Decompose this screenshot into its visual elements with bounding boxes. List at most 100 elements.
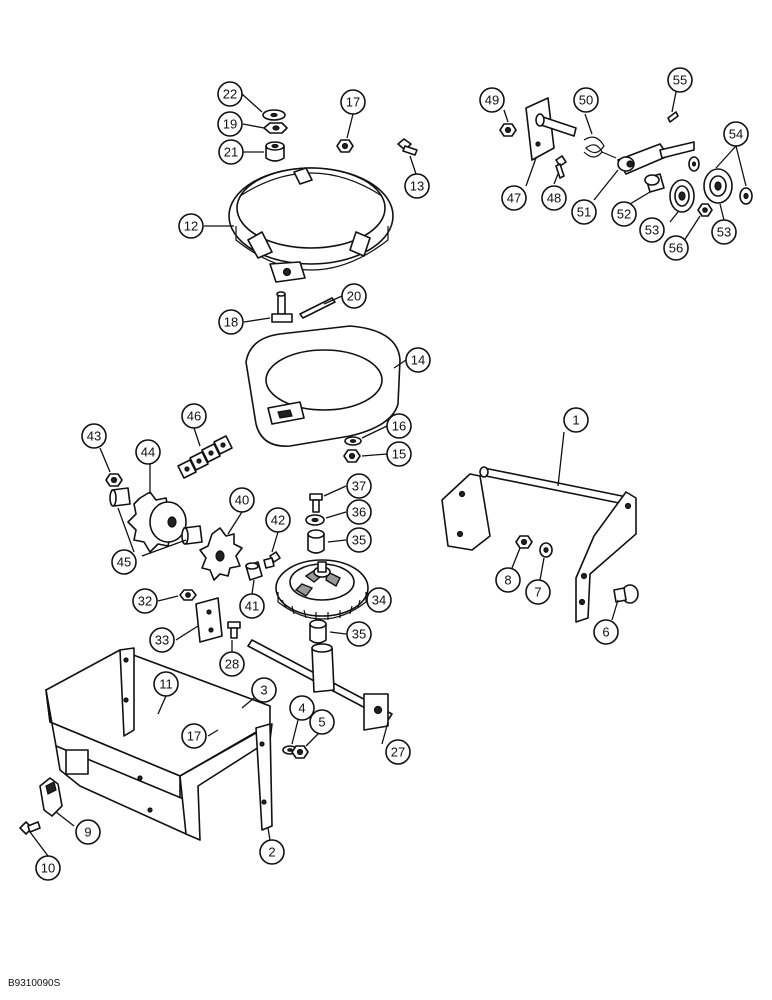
- callout-number: 52: [617, 207, 631, 222]
- part-screw-10: [19, 821, 41, 835]
- callout-balloon: [611, 201, 637, 227]
- part-pin-18: [271, 291, 293, 323]
- callout-balloon: [149, 627, 175, 653]
- callout-balloon: [346, 527, 372, 553]
- callout-47: 47: [501, 185, 527, 211]
- drawing-code: B9310090S: [8, 978, 61, 989]
- callout-number: 5: [318, 715, 325, 730]
- part-nut-43: [105, 473, 123, 487]
- callout-number: 17: [187, 729, 201, 744]
- callout-balloon: [178, 213, 204, 239]
- callout-27: 27: [385, 739, 411, 765]
- callout-number: 45: [117, 555, 131, 570]
- callout-number: 28: [225, 657, 239, 672]
- callout-balloon: [386, 441, 412, 467]
- callout-balloon: [479, 87, 505, 113]
- callout-number: 36: [352, 505, 366, 520]
- callout-17: 17: [340, 89, 366, 115]
- callout-balloon: [259, 839, 285, 865]
- part-frame-1: [441, 466, 637, 623]
- callout-number: 43: [87, 429, 101, 444]
- callout-number: 53: [645, 223, 659, 238]
- callout-number: 20: [347, 289, 361, 304]
- callout-balloon: [501, 185, 527, 211]
- part-bolt-42: [263, 551, 281, 569]
- callout-10: 10: [35, 855, 61, 881]
- part-nut-32: [179, 589, 197, 601]
- callout-12: 12: [178, 213, 204, 239]
- callout-number: 21: [224, 145, 238, 160]
- callout-balloon: [135, 439, 161, 465]
- callout-balloon: [219, 651, 245, 677]
- part-nut-56: [697, 203, 713, 217]
- callout-balloon: [132, 588, 158, 614]
- part-ring-housing-12: [228, 167, 394, 283]
- part-chain-46: [177, 435, 233, 479]
- callout-5: 5: [309, 709, 335, 735]
- callout-56: 56: [663, 235, 689, 261]
- callout-number: 46: [187, 409, 201, 424]
- callout-number: 42: [271, 513, 285, 528]
- part-nut-5: [291, 745, 309, 759]
- callout-balloon: [229, 487, 255, 513]
- callout-balloon: [341, 283, 367, 309]
- callout-49: 49: [479, 87, 505, 113]
- callout-19: 19: [217, 111, 243, 137]
- callout-15: 15: [386, 441, 412, 467]
- callout-28: 28: [219, 651, 245, 677]
- callout-number: 13: [410, 179, 424, 194]
- callout-number: 6: [602, 625, 609, 640]
- callout-43: 43: [81, 423, 107, 449]
- callout-balloon: [723, 121, 749, 147]
- callout-balloon: [153, 671, 179, 697]
- part-washer-7: [539, 542, 553, 558]
- callout-balloon: [346, 621, 372, 647]
- callout-number: 7: [534, 585, 541, 600]
- callout-number: 9: [84, 825, 91, 840]
- callout-16: 16: [386, 413, 412, 439]
- callout-50: 50: [573, 87, 599, 113]
- part-nut-8: [515, 535, 533, 549]
- part-pulley-53b: [703, 168, 733, 204]
- callout-balloon: [573, 87, 599, 113]
- part-cotter-55: [667, 111, 679, 123]
- callout-number: 34: [372, 593, 386, 608]
- callout-balloon: [217, 111, 243, 137]
- callout-22: 22: [217, 81, 243, 107]
- callout-55: 55: [667, 67, 693, 93]
- callout-group: 2219211713121820141615434446454042413736…: [35, 67, 749, 881]
- callout-balloon: [81, 423, 107, 449]
- callout-34: 34: [366, 587, 392, 613]
- callout-number: 1: [572, 413, 579, 428]
- callout-number: 22: [223, 87, 237, 102]
- callout-number: 11: [159, 677, 173, 692]
- callout-balloon: [386, 413, 412, 439]
- callout-52: 52: [611, 201, 637, 227]
- callout-37: 37: [346, 473, 372, 499]
- callout-balloon: [340, 89, 366, 115]
- callout-number: 50: [579, 93, 593, 108]
- callout-number: 17: [346, 95, 360, 110]
- callout-8: 8: [495, 567, 521, 593]
- part-bushing-45a: [109, 487, 131, 507]
- callout-35: 35: [346, 621, 372, 647]
- callout-balloon: [75, 819, 101, 845]
- callout-balloon: [667, 67, 693, 93]
- callout-number: 47: [507, 191, 521, 206]
- callout-number: 3: [260, 683, 267, 698]
- callout-32: 32: [132, 588, 158, 614]
- callout-balloon: [218, 139, 244, 165]
- callout-balloon: [218, 309, 244, 335]
- callout-18: 18: [218, 309, 244, 335]
- callout-number: 53: [717, 225, 731, 240]
- callout-balloon: [111, 549, 137, 575]
- part-plate-33: [195, 597, 223, 643]
- part-bolt-13: [397, 138, 418, 156]
- part-plate-14: [245, 325, 401, 447]
- part-latch-9: [39, 777, 63, 817]
- part-bolt-6: [613, 584, 639, 604]
- callout-number: 19: [223, 117, 237, 132]
- callout-number: 44: [141, 445, 155, 460]
- part-bolt-28: [227, 621, 241, 639]
